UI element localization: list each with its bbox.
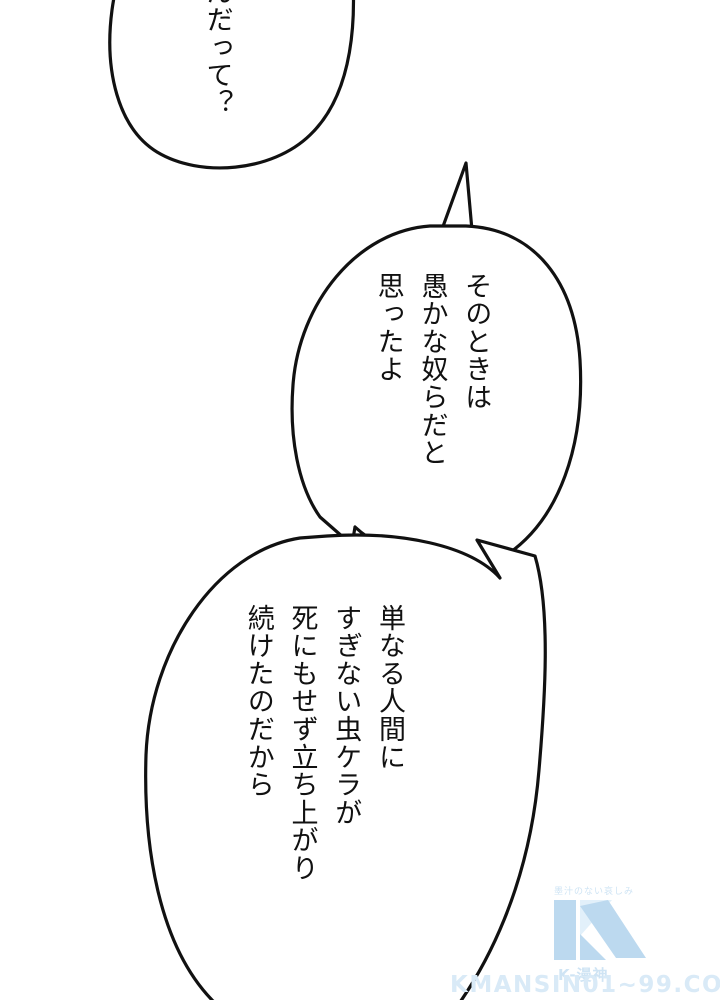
bubble-bottom-column-3: 死にもせず立ち上がり <box>286 604 318 883</box>
bubble-middle-column-1: そのときは <box>460 272 492 412</box>
bubble-bottom-text: 単なる人間に すぎない虫ケラが 死にもせず立ち上がり 続けたのだから <box>236 604 411 882</box>
bubble-bottom-column-4: 続けたのだから <box>242 604 274 799</box>
bubble-top-text: んだって？ <box>196 0 237 117</box>
bubble-middle-column-2: 愚かな奴らだと <box>416 272 448 467</box>
bubble-top-outline <box>108 0 356 170</box>
watermark-url: KMANSIN01~99.COM <box>450 972 720 998</box>
bubble-bottom-column-1: 単なる人間に <box>373 604 405 771</box>
bubble-bottom-outline <box>144 533 547 1000</box>
bubble-middle-text: そのときは 愚かな奴らだと 思ったよ <box>366 272 497 467</box>
bubble-bottom-column-2: すぎない虫ケラが <box>330 604 362 827</box>
bubble-middle-column-3: 思ったよ <box>372 272 404 384</box>
bubble-top-column-1: んだって？ <box>201 0 233 118</box>
